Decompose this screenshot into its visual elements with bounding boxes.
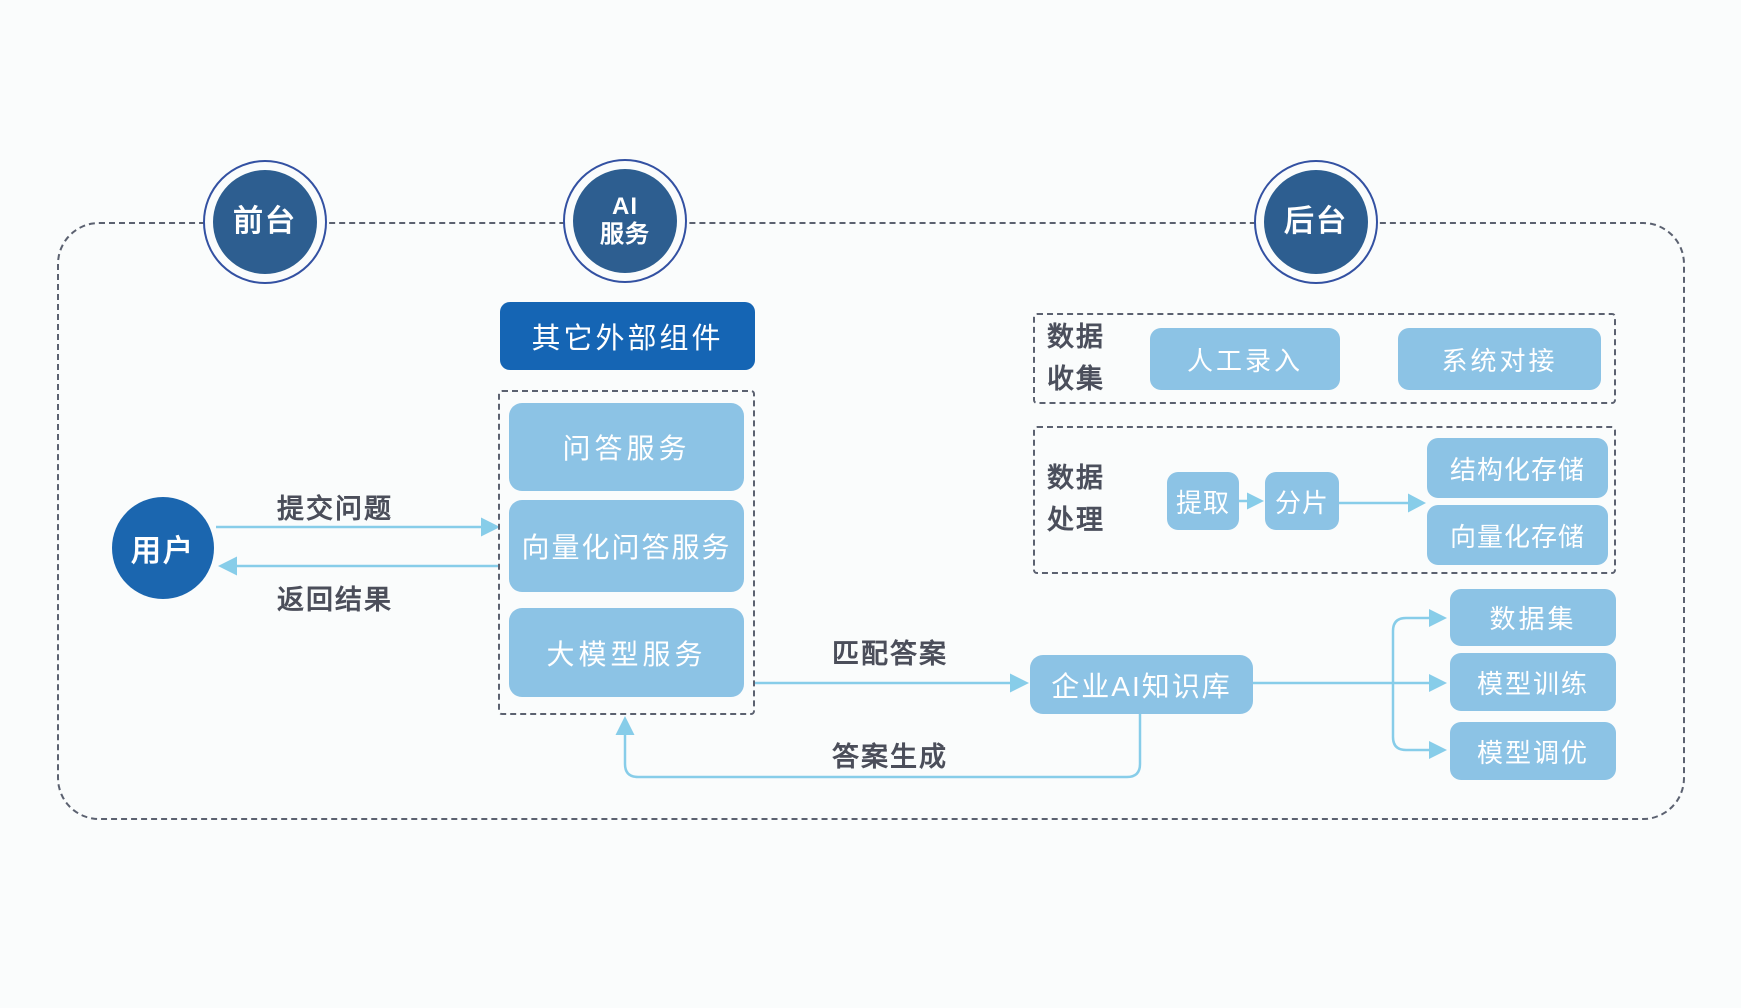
system-integration-node: 系统对接	[1398, 328, 1601, 390]
lane-frontend: 前台	[203, 160, 327, 284]
knowledge-base-node: 企业AI知识库	[1030, 655, 1253, 714]
vectorized-storage-node: 向量化存储	[1427, 505, 1608, 565]
lane-backend-label: 后台	[1264, 170, 1368, 274]
flow-label-submit: 提交问题	[277, 494, 393, 524]
shard-node: 分片	[1265, 472, 1339, 530]
system-boundary-frame	[57, 222, 1685, 820]
llm-service-node: 大模型服务	[509, 608, 744, 697]
lane-backend: 后台	[1254, 160, 1378, 284]
data-collection-title: 数据收集	[1047, 321, 1105, 394]
data-processing-title: 数据处理	[1047, 463, 1105, 535]
structured-storage-node: 结构化存储	[1427, 438, 1608, 498]
qa-service-node: 问答服务	[509, 403, 744, 491]
lane-ai-service: AI 服务	[563, 159, 687, 283]
model-tuning-node: 模型调优	[1450, 722, 1616, 780]
data-collection-group	[1033, 313, 1616, 404]
data-processing-group	[1033, 426, 1616, 574]
external-components-node: 其它外部组件	[500, 302, 755, 370]
user-node: 用户	[112, 497, 214, 599]
flow-label-return: 返回结果	[277, 585, 393, 615]
flow-label-match: 匹配答案	[832, 639, 948, 669]
extract-node: 提取	[1167, 472, 1239, 530]
model-training-node: 模型训练	[1450, 653, 1616, 711]
flow-label-generate: 答案生成	[832, 742, 948, 772]
vector-qa-service-node: 向量化问答服务	[509, 500, 744, 592]
dataset-node: 数据集	[1450, 589, 1616, 646]
lane-ai-service-label: AI 服务	[573, 169, 677, 273]
manual-entry-node: 人工录入	[1150, 328, 1340, 390]
lane-frontend-label: 前台	[213, 170, 317, 274]
